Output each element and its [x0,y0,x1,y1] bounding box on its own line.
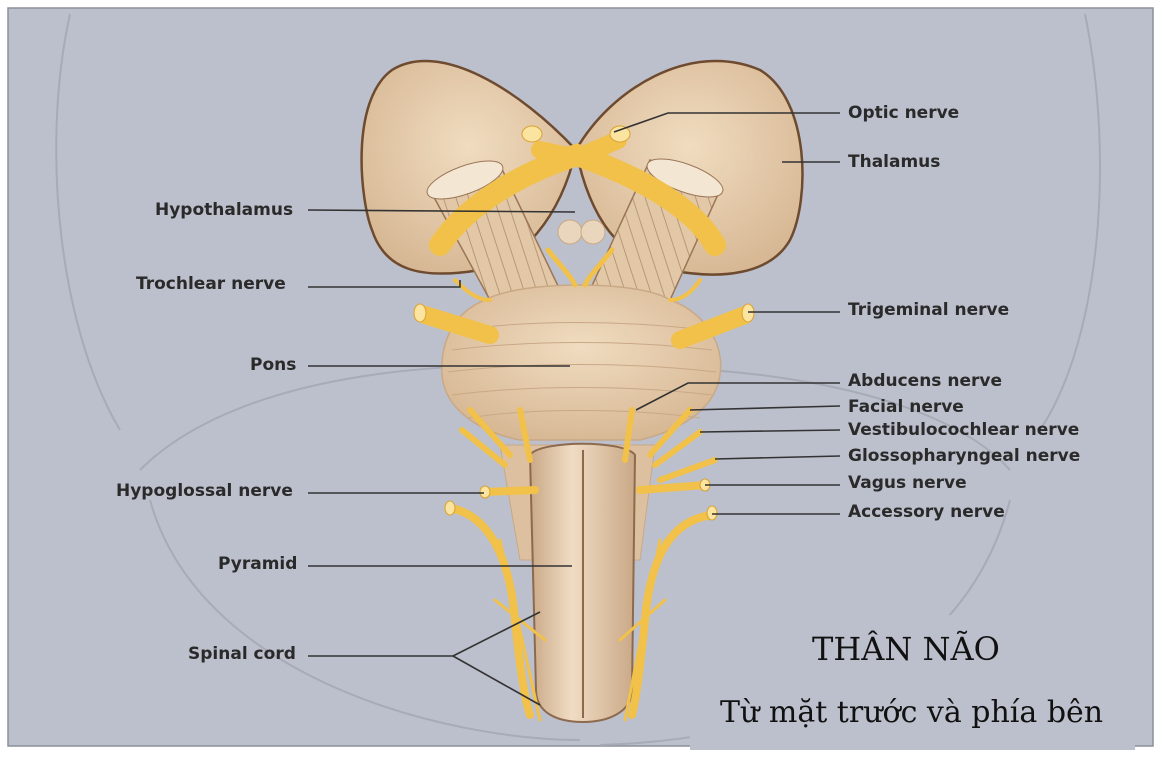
label-optic-nerve: Optic nerve [848,103,959,123]
label-hypoglossal-nerve: Hypoglossal nerve [116,481,293,501]
label-accessory-nerve: Accessory nerve [848,502,1005,522]
label-thalamus: Thalamus [848,152,940,172]
pons-shape [442,285,721,440]
label-hypothalamus: Hypothalamus [155,200,293,220]
label-pons: Pons [250,355,296,375]
label-trigeminal-nerve: Trigeminal nerve [848,300,1009,320]
caption-subtitle: Từ mặt trước và phía bên [720,695,1103,730]
label-vagus-nerve: Vagus nerve [848,473,967,493]
label-facial-nerve: Facial nerve [848,397,964,417]
label-pyramid: Pyramid [218,554,297,574]
label-trochlear-nerve: Trochlear nerve [136,274,286,294]
label-abducens-nerve: Abducens nerve [848,371,1002,391]
label-spinal-cord: Spinal cord [188,644,296,664]
label-glossopharyngeal-nerve: Glossopharyngeal nerve [848,446,1080,466]
label-vestibulocochlear-nerve: Vestibulocochlear nerve [848,420,1079,440]
caption-title: THÂN NÃO [812,630,1000,668]
